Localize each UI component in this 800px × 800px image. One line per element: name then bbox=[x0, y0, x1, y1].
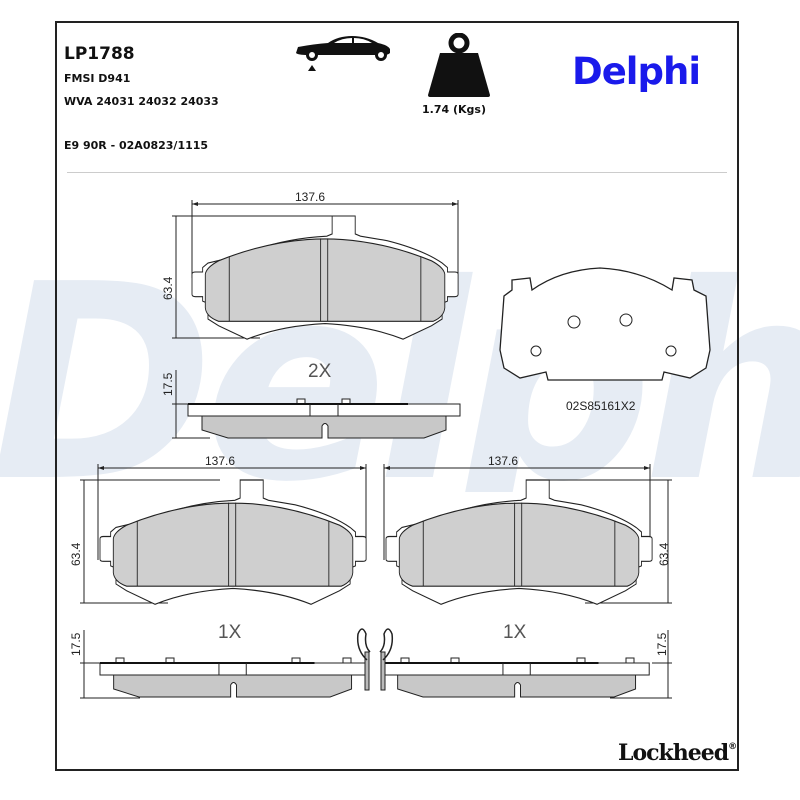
svg-text:137.6: 137.6 bbox=[488, 454, 518, 468]
svg-text:1X: 1X bbox=[218, 622, 242, 643]
bottom-right-pad-side bbox=[379, 628, 672, 699]
top-pad-face bbox=[172, 200, 459, 340]
bottom-right-pad-face bbox=[383, 464, 672, 605]
svg-text:2X: 2X bbox=[308, 361, 332, 382]
shim-drawing bbox=[499, 267, 711, 381]
approval-number: E9 90R - 02A0823/1115 bbox=[64, 139, 209, 152]
svg-text:17.5: 17.5 bbox=[69, 632, 83, 656]
svg-text:63.4: 63.4 bbox=[161, 276, 175, 300]
car-front-axle-icon bbox=[296, 36, 390, 71]
svg-text:17.5: 17.5 bbox=[161, 372, 175, 396]
spec-sheet-frame bbox=[55, 21, 739, 771]
svg-text:63.4: 63.4 bbox=[657, 542, 671, 566]
header-divider bbox=[67, 172, 727, 173]
weight-label: 1.74 (Kgs) bbox=[422, 103, 486, 116]
svg-text:17.5: 17.5 bbox=[655, 632, 669, 656]
svg-text:137.6: 137.6 bbox=[205, 454, 235, 468]
product-code: LP1788 bbox=[64, 44, 135, 64]
bottom-left-pad-face bbox=[80, 464, 367, 605]
wva-numbers: WVA 24031 24032 24033 bbox=[64, 95, 219, 108]
top-pad-side bbox=[172, 370, 461, 439]
svg-text:137.6: 137.6 bbox=[295, 190, 325, 204]
fmsi-number: FMSI D941 bbox=[64, 72, 131, 85]
svg-text:1X: 1X bbox=[503, 622, 527, 643]
weight-icon bbox=[428, 33, 490, 97]
delphi-logo: Delphi bbox=[572, 50, 701, 93]
lockheed-text: Lockheed bbox=[618, 740, 729, 766]
registered-mark: ® bbox=[728, 742, 737, 752]
svg-text:63.4: 63.4 bbox=[69, 542, 83, 566]
svg-text:02S85161X2: 02S85161X2 bbox=[566, 399, 636, 413]
lockheed-logo: Lockheed® bbox=[618, 740, 737, 766]
bottom-left-pad-side bbox=[80, 628, 371, 699]
